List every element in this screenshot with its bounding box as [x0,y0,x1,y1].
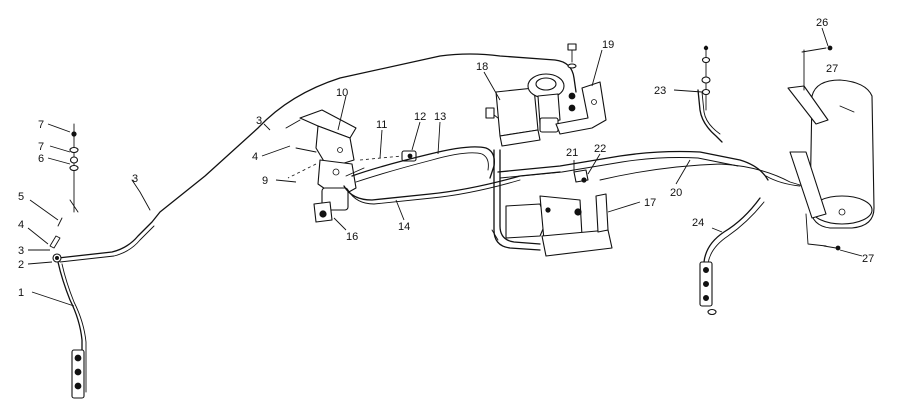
tank-bracket [765,45,841,251]
callout-16: 16 [346,231,358,243]
callout-27-bottom: 27 [862,253,874,265]
bolt-top-center [567,43,577,69]
callout-21: 21 [566,147,578,159]
callout-19: 19 [602,39,614,51]
upper-left-bolt-stack [69,123,79,213]
main-brake-line [57,53,577,259]
callout-22: 22 [594,143,606,155]
rear-cable-24 [699,197,765,316]
callout-leaders [27,27,863,307]
callout-26: 26 [816,17,828,29]
fittings-21-22 [573,169,609,233]
callout-17: 17 [644,197,656,209]
callout-11: 11 [376,119,387,131]
callout-27-top: 27 [826,63,838,75]
brake-valve-body [485,73,576,147]
callout-9: 9 [262,175,268,187]
main-brake-line-inner [59,225,155,263]
callout-23: 23 [654,85,666,97]
callout-24: 24 [692,217,704,229]
callout-labels: 1 2 3 4 5 6 7 7 3 3 4 10 9 16 11 12 13 1… [18,17,874,299]
left-caliper-bracket [71,349,85,399]
brake-line-20 [497,150,769,181]
callout-18: 18 [476,61,488,73]
callout-13: 13 [434,111,446,123]
callout-4-center: 4 [252,151,258,163]
brake-line-branch-3 [131,179,151,211]
callout-6: 6 [38,153,44,165]
left-junction-hardware [49,217,63,263]
callout-14: 14 [398,221,410,233]
brake-cable-left-inner [61,263,87,393]
callout-12: 12 [414,111,426,123]
callout-3-upper: 3 [256,115,262,127]
brake-line-20-inner [499,157,739,179]
callout-1: 1 [18,287,24,299]
callout-5: 5 [18,191,24,203]
callout-2: 2 [18,259,24,271]
callout-3: 3 [18,245,24,257]
callout-7: 7 [38,141,44,153]
hose-13-inner [355,152,489,183]
callout-7-top: 7 [38,119,44,131]
brake-line-20-lower [599,163,811,189]
master-cylinder-assembly [285,109,365,223]
callout-4: 4 [18,219,24,231]
callout-3-center: 3 [132,173,138,185]
callout-10: 10 [336,87,348,99]
callout-20: 20 [670,187,682,199]
bracket-19 [555,81,607,135]
bracket-23 [697,45,723,143]
frame-member [491,149,613,257]
brake-cable-left [57,261,83,393]
